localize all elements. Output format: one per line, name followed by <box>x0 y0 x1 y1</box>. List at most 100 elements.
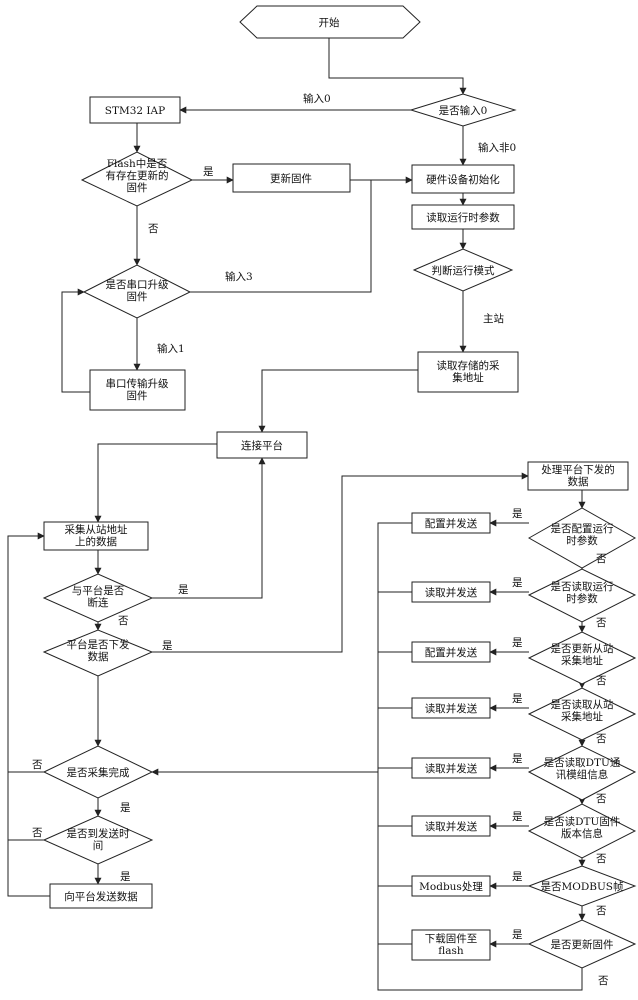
node-r3-q: 是否更新从站采集地址 <box>527 631 637 685</box>
node-q-send-time: 是否到发送时间 <box>42 815 154 865</box>
edge-disconnect-yes-to-connect <box>152 457 266 599</box>
node-start: 开始 <box>239 5 421 39</box>
node-q-disconnect-label: 与平台是否断连 <box>72 584 125 609</box>
edge-label-r3-yes: 是 <box>512 637 523 649</box>
node-serial-upgrade: 串口传输升级固件 <box>89 369 186 411</box>
edge-label-r7-yes: 是 <box>512 871 523 883</box>
node-connect: 连接平台 <box>216 431 308 459</box>
node-r2-a: 读取并发送 <box>411 581 491 603</box>
node-read-addr-label: 读取存储的采集地址 <box>437 359 500 384</box>
node-r7-a: Modbus处理 <box>411 875 491 897</box>
node-r1-a-label: 配置并发送 <box>425 517 478 530</box>
edge-label-flash-yes: 是 <box>203 166 214 178</box>
node-read-params-label: 读取运行时参数 <box>426 211 500 224</box>
edge-label-input3: 输入3 <box>225 270 253 283</box>
node-r4-q: 是否读取从站采集地址 <box>527 687 637 741</box>
edge-label-master: 主站 <box>483 312 504 325</box>
edge-label-r8-no: 否 <box>598 975 609 987</box>
node-hw-init-label: 硬件设备初始化 <box>426 173 500 186</box>
node-flash-check: Flash中是否有存在更新的固件 <box>80 151 194 207</box>
node-q-disconnect: 与平台是否断连 <box>42 573 154 623</box>
node-r2-q: 是否读取运行时参数 <box>527 568 637 623</box>
edge-label-r5-no: 否 <box>596 793 607 805</box>
edge-send-to-return <box>7 532 50 897</box>
edge-label-collectdone-no: 否 <box>32 759 43 771</box>
node-r8-q: 是否更新固件 <box>527 919 637 969</box>
edge-label-disconnect-yes: 是 <box>178 584 189 596</box>
node-r6-q: 是否读DTU固件版本信息 <box>527 803 637 859</box>
node-send-data: 向平台发送数据 <box>49 883 153 909</box>
edge-label-sendtime-yes: 是 <box>120 871 131 883</box>
node-r4-a: 读取并发送 <box>411 697 491 719</box>
node-r6-a-label: 读取并发送 <box>425 820 478 833</box>
node-r5-q: 是否读取DTU通讯模组信息 <box>527 745 637 801</box>
node-r6-q-label: 是否读DTU固件版本信息 <box>544 815 621 840</box>
node-r4-q-label: 是否读取从站采集地址 <box>551 698 614 723</box>
node-stm32-iap: STM32 IAP <box>89 96 181 124</box>
node-q-input0-label: 是否输入0 <box>439 104 488 117</box>
node-q-send-time-label: 是否到发送时间 <box>67 827 130 852</box>
node-r7-a-label: Modbus处理 <box>419 881 483 893</box>
node-r3-q-label: 是否更新从站采集地址 <box>551 642 614 667</box>
edge-label-r2-yes: 是 <box>512 577 523 589</box>
node-r5-a-label: 读取并发送 <box>425 762 478 775</box>
node-r5-a: 读取并发送 <box>411 757 491 779</box>
node-r1-q: 是否配置运行时参数 <box>527 507 637 569</box>
node-update-fw: 更新固件 <box>232 163 351 193</box>
edge-connect-to-collect <box>94 443 217 523</box>
edge-label-input0: 输入0 <box>303 92 331 105</box>
node-r7-q: 是否MODBUS帧 <box>527 865 637 907</box>
node-read-addr: 读取存储的采集地址 <box>417 351 519 393</box>
node-start-label: 开始 <box>319 16 340 29</box>
node-r3-a: 配置并发送 <box>411 641 491 663</box>
node-process-downlink-label: 处理平台下发的数据 <box>541 463 615 488</box>
node-q-collect-done-label: 是否采集完成 <box>67 766 130 779</box>
node-r6-a: 读取并发送 <box>411 815 491 837</box>
node-flash-check-label: Flash中是否有存在更新的固件 <box>106 157 169 194</box>
edge-label-flash-no: 否 <box>148 223 159 235</box>
node-r8-q-label: 是否更新固件 <box>551 938 614 951</box>
edge-labels: 输入0 输入非0 是 否 输入3 输入1 主站 是 否 是 否 是 否 是 是 … <box>32 92 609 987</box>
edge-label-r7-no: 否 <box>596 905 607 917</box>
edge-label-r1-yes: 是 <box>512 508 523 520</box>
edge-label-collectdone-yes: 是 <box>120 802 131 814</box>
edge-upgrade-loop <box>61 288 90 393</box>
node-serial-q: 是否串口升级固件 <box>82 264 192 319</box>
node-serial-upgrade-label: 串口传输升级固件 <box>106 377 169 402</box>
node-update-fw-label: 更新固件 <box>270 172 312 185</box>
edge-start-to-input0 <box>328 36 467 95</box>
node-process-downlink: 处理平台下发的数据 <box>527 461 629 491</box>
node-r4-a-label: 读取并发送 <box>425 702 478 715</box>
node-send-data-label: 向平台发送数据 <box>64 890 138 903</box>
node-r1-q-label: 是否配置运行时参数 <box>551 522 614 547</box>
node-judge-mode-label: 判断运行模式 <box>432 264 495 277</box>
edge-right-collector-ticks <box>378 591 412 945</box>
edge-downlink-yes-to-process <box>152 472 529 653</box>
node-r3-a-label: 配置并发送 <box>425 646 478 659</box>
edges <box>7 36 586 991</box>
edge-serial-to-hwinit <box>190 180 372 293</box>
edge-label-disconnect-no: 否 <box>118 615 129 627</box>
edge-label-input-not0: 输入非0 <box>478 141 516 154</box>
edge-label-r8-yes: 是 <box>512 929 523 941</box>
node-q-collect-done: 是否采集完成 <box>42 745 154 799</box>
node-stm32-iap-label: STM32 IAP <box>105 105 165 117</box>
edge-label-r3-no: 否 <box>596 675 607 687</box>
edge-label-input1: 输入1 <box>157 342 185 355</box>
node-collect-label: 采集从站地址上的数据 <box>65 523 128 548</box>
edge-label-downlink-yes: 是 <box>162 640 173 652</box>
node-q-downlink-label: 平台是否下发数据 <box>67 638 130 663</box>
node-r5-q-label: 是否读取DTU通讯模组信息 <box>544 756 621 781</box>
edge-label-sendtime-no: 否 <box>32 827 43 839</box>
edge-r8-no <box>377 522 583 991</box>
edge-label-r5-yes: 是 <box>512 753 523 765</box>
edge-label-r1-no: 否 <box>596 553 607 565</box>
node-connect-label: 连接平台 <box>241 439 283 452</box>
node-q-downlink: 平台是否下发数据 <box>42 629 154 677</box>
node-serial-q-label: 是否串口升级固件 <box>106 279 169 303</box>
edge-label-r6-no: 否 <box>596 853 607 865</box>
node-r2-q-label: 是否读取运行时参数 <box>551 580 614 605</box>
